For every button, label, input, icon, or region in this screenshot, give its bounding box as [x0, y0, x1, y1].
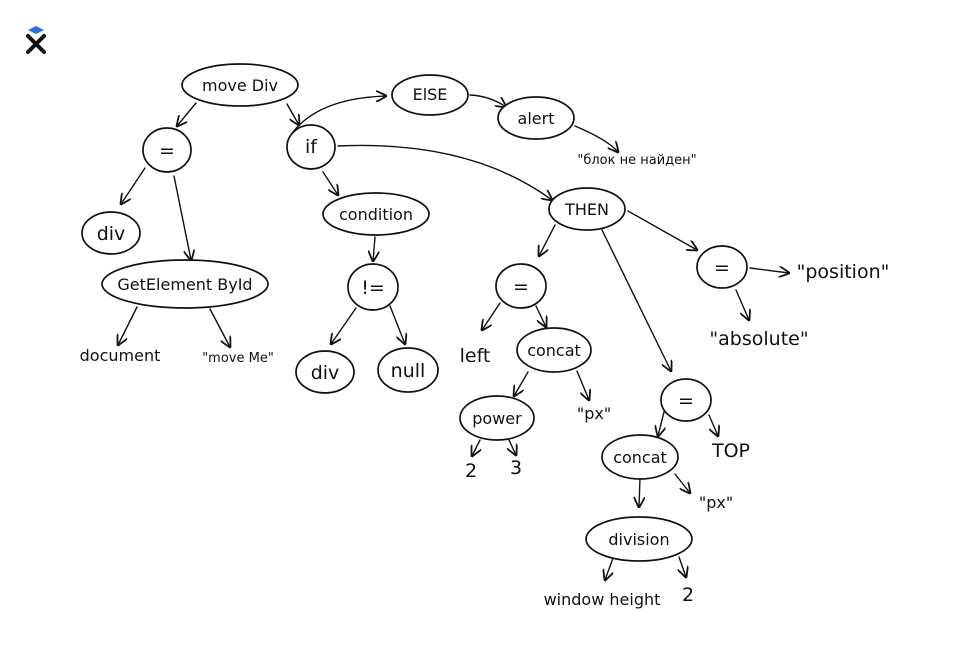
edge-movediv-if [286, 103, 299, 125]
edge-getelement-moveme [209, 308, 230, 347]
node-concat-top[interactable]: concat [601, 434, 679, 480]
node-alert[interactable]: alert [497, 96, 575, 140]
svg-text:div: div [97, 223, 126, 245]
edge-assigntop-concat [658, 411, 664, 436]
leaf-three: 3 [510, 457, 522, 479]
node-then[interactable]: THEN [548, 187, 626, 231]
tree-edges [118, 95, 789, 580]
node-not-equal[interactable]: != [347, 263, 399, 311]
svg-text:ElSE: ElSE [413, 85, 448, 104]
edge-assign-getelement [173, 175, 191, 260]
edge-concattop-division [639, 477, 640, 507]
node-division[interactable]: division [585, 516, 693, 562]
edge-division-window [605, 557, 613, 580]
leaf-px-top: "px" [699, 493, 733, 512]
edge-getelement-document [118, 306, 138, 345]
edge-concat-power [514, 371, 529, 396]
node-assign-div[interactable]: = [142, 127, 192, 173]
svg-text:=: = [678, 390, 694, 412]
edge-assign-div [121, 167, 146, 204]
node-div[interactable]: div [81, 211, 141, 255]
edge-then-assignpos [627, 210, 697, 250]
edge-noteq-div [331, 307, 357, 344]
edge-assigntop-top [708, 414, 718, 436]
svg-text:concat: concat [527, 341, 581, 360]
edge-noteq-null [389, 305, 405, 344]
svg-text:power: power [472, 409, 522, 428]
edge-assignleft-concat [535, 305, 546, 327]
svg-text:div: div [311, 362, 340, 384]
leaf-move-me: "move Me" [202, 351, 274, 366]
svg-text:=: = [159, 140, 175, 162]
node-null[interactable]: null [377, 347, 439, 393]
leaf-document: document [80, 346, 161, 365]
node-power[interactable]: power [459, 395, 535, 441]
svg-text:GetElement ById: GetElement ById [117, 275, 252, 294]
edge-assignleft-left [482, 302, 501, 330]
svg-text:=: = [714, 257, 730, 279]
edge-division-two [679, 556, 686, 577]
leaf-window-height: window height [544, 590, 661, 609]
leaf-two: 2 [465, 460, 477, 482]
leaf-top: TOP [711, 440, 750, 462]
edge-assignpos-position [749, 268, 789, 273]
leaf-left: left [460, 345, 491, 367]
leaf-two-division: 2 [682, 584, 694, 606]
edge-assignpos-absolute [735, 289, 749, 320]
svg-text:!=: != [361, 277, 385, 299]
svg-text:concat: concat [613, 448, 667, 467]
node-move-div[interactable]: move Div [181, 63, 299, 107]
node-concat-left[interactable]: concat [516, 327, 592, 373]
edge-concattop-px [674, 473, 690, 493]
x-logo-icon[interactable] [26, 26, 46, 54]
edge-if-else [292, 96, 386, 133]
svg-text:if: if [305, 136, 318, 158]
node-condition-div[interactable]: div [295, 350, 355, 394]
edge-then-assigntop [601, 229, 671, 371]
leaf-not-found: "блок не найден" [577, 153, 696, 168]
node-get-element-by-id[interactable]: GetElement ById [101, 259, 269, 309]
node-assign-left[interactable]: = [495, 263, 547, 309]
edge-concat-px [576, 370, 589, 400]
node-else[interactable]: ElSE [391, 74, 469, 116]
leaf-absolute: "absolute" [709, 328, 808, 350]
edge-then-assignleft [539, 224, 556, 256]
node-assign-position[interactable]: = [696, 245, 748, 289]
svg-text:move Div: move Div [202, 76, 278, 95]
edge-condition-noteq [373, 236, 375, 261]
svg-text:alert: alert [518, 109, 555, 128]
leaf-px-left: "px" [577, 404, 611, 423]
edge-power-three [509, 439, 516, 455]
edge-if-condition [322, 171, 338, 195]
svg-text:=: = [513, 276, 529, 298]
node-condition[interactable]: condition [322, 192, 430, 236]
edge-if-then [337, 144, 552, 200]
edge-else-alert [469, 94, 506, 107]
svg-text:division: division [608, 530, 669, 549]
node-assign-top[interactable]: = [660, 378, 712, 422]
node-if[interactable]: if [286, 124, 336, 170]
svg-text:THEN: THEN [564, 200, 609, 219]
svg-text:condition: condition [339, 205, 413, 224]
svg-text:null: null [391, 360, 426, 382]
edge-power-two [472, 439, 480, 456]
edge-movediv-assign [177, 102, 197, 126]
edge-alert-notfound [574, 125, 618, 152]
leaf-position: "position" [797, 261, 890, 283]
